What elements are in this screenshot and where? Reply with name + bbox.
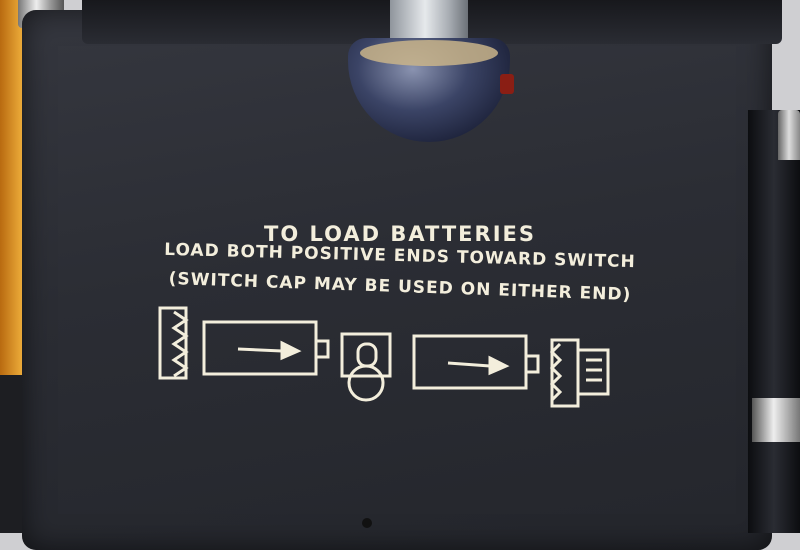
spring-cap-icon bbox=[158, 306, 189, 380]
battery-diagram bbox=[158, 306, 610, 408]
switch-icon bbox=[340, 332, 392, 402]
battery-icon bbox=[202, 320, 330, 376]
knob-ring bbox=[360, 40, 498, 66]
pen-tip bbox=[778, 110, 800, 160]
screw-hole bbox=[362, 518, 372, 528]
switch-cap-icon bbox=[549, 338, 610, 408]
pen bbox=[748, 110, 800, 533]
instruction-title: TO LOAD BATTERIES bbox=[264, 222, 536, 246]
pen-band bbox=[752, 398, 800, 442]
red-indicator bbox=[500, 74, 514, 94]
battery-icon bbox=[412, 334, 540, 390]
